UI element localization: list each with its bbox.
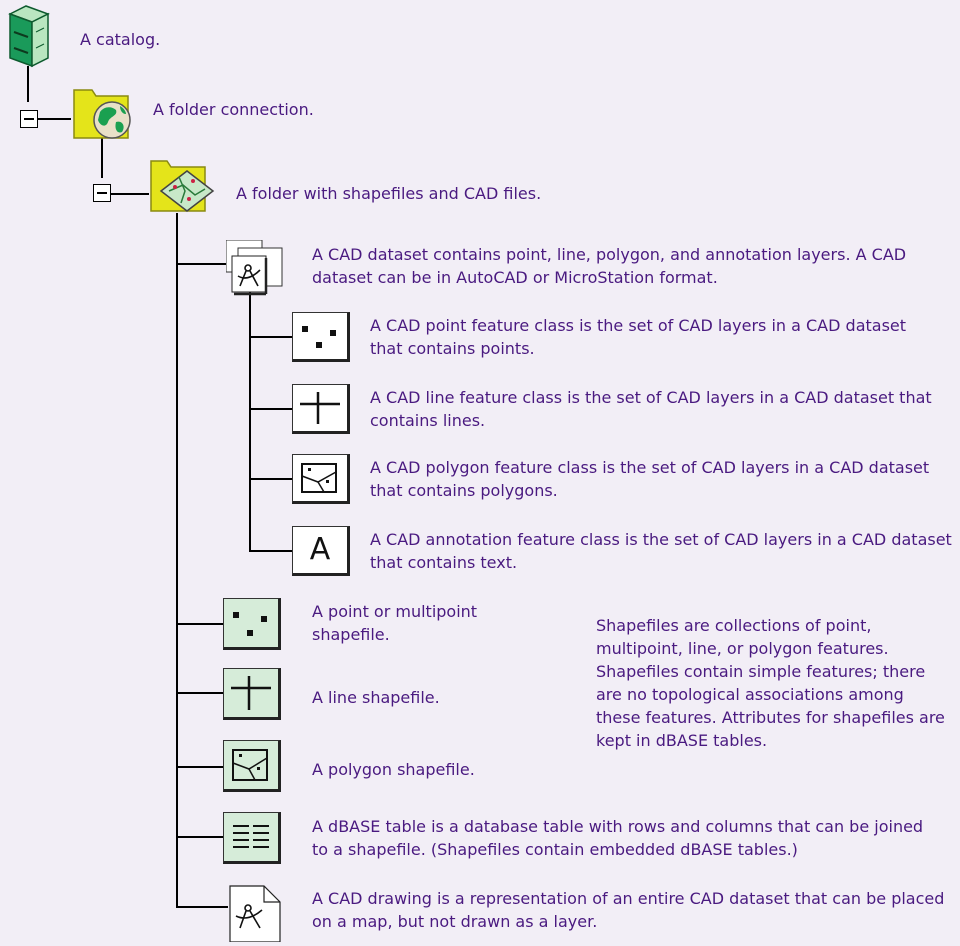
tree-line-folderconn-to-collapse	[111, 193, 149, 195]
cad-drawing-icon[interactable]	[228, 884, 284, 943]
tree-branch-dbase	[176, 836, 226, 838]
tree-line-folderconn-vertical	[101, 138, 103, 178]
tree-branch-line-shapefile	[176, 692, 226, 694]
label-point-shapefile: A point or multipoint shapefile.	[312, 602, 478, 644]
tree-branch-cad-dataset	[176, 263, 228, 265]
shapefile-note: Shapefiles are collections of point, mul…	[596, 616, 945, 750]
line-shapefile-icon[interactable]	[223, 668, 281, 720]
cad-annotation-icon[interactable]: A	[292, 526, 350, 576]
annotation-glyph: A	[309, 532, 331, 567]
tree-branch-cad-polygon	[249, 478, 293, 480]
label-catalog: A catalog.	[80, 30, 161, 49]
label-cad-drawing: A CAD drawing is a representation of an …	[312, 889, 945, 931]
label-cad-line: A CAD line feature class is the set of C…	[370, 388, 932, 430]
tree-branch-cad-point	[249, 336, 293, 338]
point-shapefile-icon[interactable]	[223, 598, 281, 650]
label-dbase-table: A dBASE table is a database table with r…	[312, 817, 924, 859]
tree-branch-point-shapefile	[176, 623, 226, 625]
tree-branch-cad-annotation	[249, 550, 293, 552]
folder-connection-icon[interactable]	[70, 86, 134, 142]
catalog-icon[interactable]	[6, 4, 52, 68]
tree-trunk-cad	[249, 292, 251, 551]
tree-trunk-main	[176, 213, 178, 907]
cad-point-icon[interactable]	[292, 312, 350, 362]
tree-line-catalog-to-collapse	[37, 118, 71, 120]
tree-branch-polygon-shapefile	[176, 766, 226, 768]
polygon-shapefile-icon[interactable]	[223, 740, 281, 792]
collapse-toggle-folder-connection[interactable]	[20, 110, 38, 128]
label-cad-annotation: A CAD annotation feature class is the se…	[370, 530, 952, 572]
cad-polygon-icon[interactable]	[292, 454, 350, 504]
cad-line-icon[interactable]	[292, 384, 350, 434]
cad-dataset-icon[interactable]	[225, 239, 288, 296]
label-cad-point: A CAD point feature class is the set of …	[370, 316, 907, 358]
label-folder-connection: A folder connection.	[153, 100, 314, 119]
dbase-table-icon[interactable]	[223, 812, 281, 864]
label-polygon-shapefile: A polygon shapefile.	[312, 760, 475, 779]
label-cad-dataset: A CAD dataset contains point, line, poly…	[312, 245, 907, 287]
label-cad-polygon: A CAD polygon feature class is the set o…	[370, 458, 930, 500]
tree-line-catalog-vertical	[27, 66, 29, 102]
tree-branch-cad-line	[249, 408, 293, 410]
label-line-shapefile: A line shapefile.	[312, 688, 440, 707]
tree-branch-cad-drawing	[176, 906, 228, 908]
folder-shapefile-icon[interactable]	[149, 155, 217, 215]
label-folder-shapefile: A folder with shapefiles and CAD files.	[236, 184, 542, 203]
collapse-toggle-folder-shapefile[interactable]	[93, 184, 111, 202]
